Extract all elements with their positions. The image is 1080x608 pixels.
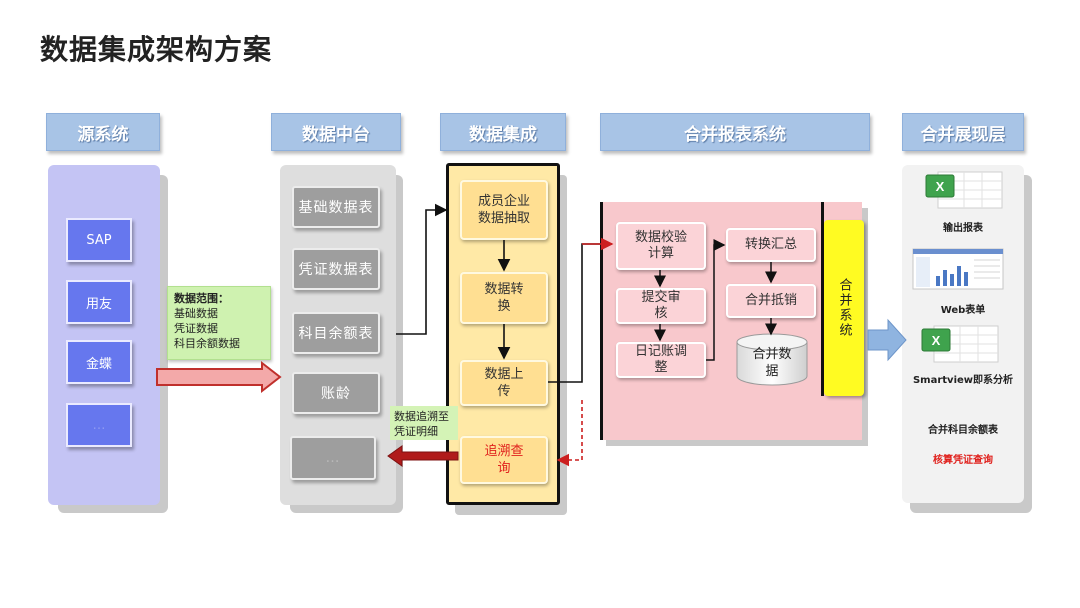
step-transform: 数据转换 <box>460 272 548 324</box>
svg-text:X: X <box>932 333 941 348</box>
trace-back-arrow-icon <box>387 445 459 467</box>
source-item-more: … <box>66 403 132 447</box>
consol-right-border <box>821 202 824 396</box>
output-report: 输出报表 <box>943 223 983 234</box>
header-display-layer: 合并展现层 <box>902 113 1024 151</box>
output-smartview: Smartview即系分析 <box>912 375 1014 386</box>
excel-report-icon: X <box>925 171 1003 209</box>
header-source-system: 源系统 <box>46 113 160 151</box>
consol-step-journal: 日记账调整 <box>616 342 706 378</box>
data-scope-note: 数据范围： 基础数据 凭证数据 科目余额数据 <box>167 286 271 360</box>
step-upload: 数据上传 <box>460 360 548 406</box>
database-label: 合并数据 <box>752 347 792 379</box>
output-web-form: Web表单 <box>940 305 986 316</box>
source-item-kingdee: 金蝶 <box>66 340 132 384</box>
step-extract: 成员企业数据抽取 <box>460 180 548 240</box>
trace-note: 数据追溯至凭证明细 <box>390 406 458 440</box>
scope-arrow-icon <box>156 360 282 394</box>
header-consolidation-system: 合并报表系统 <box>600 113 870 151</box>
middle-item-aging: 账龄 <box>292 372 380 414</box>
header-data-integration: 数据集成 <box>440 113 566 151</box>
output-voucher-query: 核算凭证查询 <box>933 455 993 466</box>
database-icon <box>736 333 808 386</box>
output-balance-table: 合并科目余额表 <box>928 425 998 436</box>
source-item-yonyou: 用友 <box>66 280 132 324</box>
middle-item-voucher: 凭证数据表 <box>292 248 380 290</box>
step-trace-query: 追溯查询 <box>460 436 548 484</box>
middle-item-balance: 科目余额表 <box>292 312 380 354</box>
consol-step-summary: 转换汇总 <box>726 228 816 262</box>
data-scope-heading: 数据范围： <box>174 292 229 305</box>
consol-step-submit: 提交审核 <box>616 288 706 324</box>
merge-system-bar: 合并系统 <box>824 220 864 396</box>
web-form-thumbnail <box>912 248 1004 290</box>
middle-item-basic: 基础数据表 <box>292 186 380 228</box>
data-scope-line: 基础数据 <box>174 307 218 320</box>
consol-left-border <box>600 202 603 440</box>
excel-smartview-icon: X <box>921 325 999 363</box>
source-item-sap: SAP <box>66 218 132 262</box>
consol-step-eliminate: 合并抵销 <box>726 284 816 318</box>
middle-item-more: … <box>290 436 376 480</box>
page-title: 数据集成架构方案 <box>40 33 273 66</box>
svg-text:X: X <box>936 179 945 194</box>
consol-step-validate: 数据校验计算 <box>616 222 706 270</box>
data-scope-line: 凭证数据 <box>174 322 218 335</box>
data-scope-line: 科目余额数据 <box>174 337 240 350</box>
header-data-middle: 数据中台 <box>271 113 401 151</box>
output-arrow-icon <box>867 318 907 362</box>
